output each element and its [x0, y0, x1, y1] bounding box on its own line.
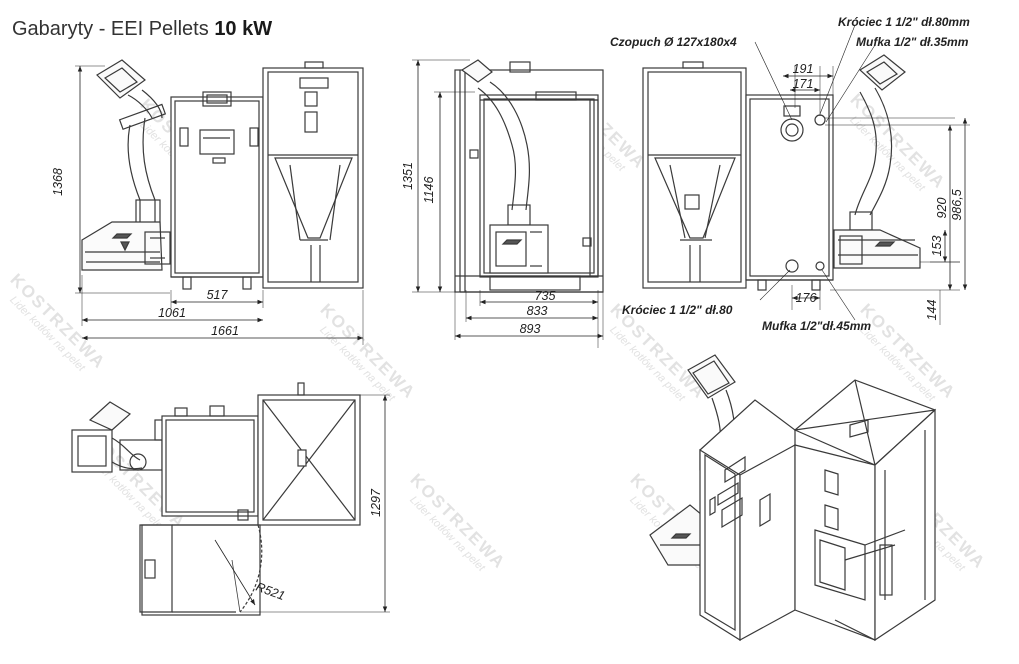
dim-side-total-depth: 893 [520, 322, 541, 336]
top-feeder [71, 401, 166, 473]
isometric-view [649, 354, 937, 642]
top-open-door [139, 524, 263, 616]
dim-top-depth: 1297 [369, 488, 383, 517]
label-top-sleeve: Mufka 1/2" dł.35mm [856, 35, 969, 49]
dim-171: 171 [793, 77, 814, 91]
drain-sleeve [815, 261, 825, 271]
return-outlet [785, 259, 799, 273]
dim-side-base-depth: 735 [535, 289, 556, 303]
title-prefix: Gabaryty - EEI Pellets [12, 18, 209, 40]
dim-boiler-feeder-width: 1061 [158, 306, 186, 320]
top-dimensions [214, 394, 390, 613]
dim-176: 176 [796, 291, 817, 305]
dim-153: 153 [930, 236, 944, 257]
dim-986: 986,5 [950, 189, 964, 220]
rear-boiler [745, 94, 834, 291]
page-title: Gabaryty - EEI Pellets 10 kW [12, 18, 272, 41]
dim-920: 920 [935, 198, 949, 219]
side-view [454, 59, 604, 293]
pellet-hopper [262, 61, 364, 289]
title-power: 10 kW [214, 18, 273, 40]
dim-front-height: 1368 [51, 168, 65, 196]
rear-feeder [833, 54, 921, 269]
front-view [81, 59, 364, 290]
dim-side-body-depth: 833 [527, 304, 548, 318]
top-boiler [161, 405, 259, 521]
label-bottom-sleeve: Mufka 1/2"dł.45mm [762, 319, 871, 333]
top-view [71, 382, 361, 616]
burner [81, 221, 171, 271]
rear-view [642, 54, 921, 291]
top-hopper [257, 382, 361, 526]
iso-boiler [699, 399, 796, 642]
rear-dimensions [754, 24, 970, 325]
dim-191: 191 [793, 62, 814, 76]
dim-144: 144 [925, 300, 939, 321]
dim-side-height: 1351 [401, 162, 415, 190]
label-supply-outlet: Króciec 1 1/2" dł.80mm [838, 15, 970, 29]
dim-side-flue-height: 1146 [422, 177, 436, 204]
side-dimensions [412, 59, 604, 348]
rear-hopper [642, 61, 747, 289]
boiler-body [170, 91, 264, 290]
label-flue: Czopuch Ø 127x180x4 [610, 35, 737, 49]
dim-front-total-width: 1661 [211, 324, 239, 338]
dim-boiler-depth: 517 [207, 288, 229, 302]
label-return-outlet: Króciec 1 1/2" dł.80 [622, 303, 733, 317]
front-dimensions [75, 65, 364, 345]
iso-hopper [793, 379, 937, 642]
flue-outlet [780, 118, 804, 142]
iso-feeder [649, 354, 736, 566]
pellet-feeder [96, 59, 167, 230]
